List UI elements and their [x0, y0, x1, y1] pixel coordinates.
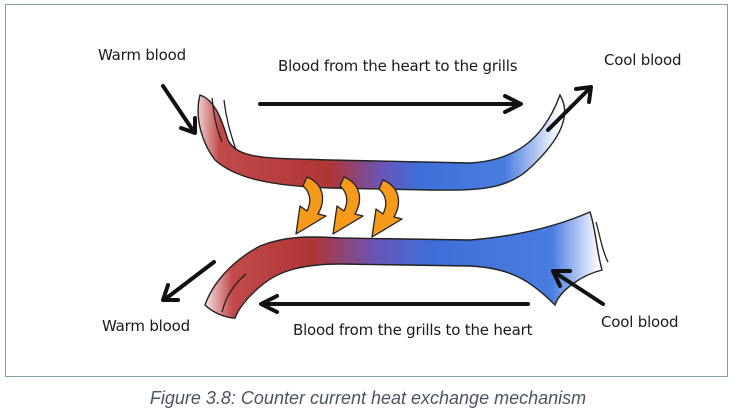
- cool-in-arrow: [552, 270, 605, 306]
- top-vessel-branch-lines: [211, 97, 237, 151]
- top-flow-arrowhead: [503, 94, 523, 114]
- flow-arrows: [161, 84, 605, 314]
- heat-arrow-icon: [332, 176, 364, 235]
- bottom-vessel: [204, 211, 603, 319]
- label-bottom-flow: Blood from the grills to the heart: [293, 321, 533, 339]
- top-vessel: [197, 93, 566, 191]
- heat-exchange-diagram: [161, 84, 609, 319]
- cool-in-arrowhead: [551, 269, 572, 288]
- heat-transfer-arrows: [295, 176, 403, 238]
- figure-frame: [5, 4, 728, 377]
- warm-out-arrowhead: [161, 283, 180, 302]
- warm-in-arrow: [161, 84, 196, 134]
- label-warm-blood-bottom: Warm blood: [102, 317, 190, 335]
- cool-out-arrow: [546, 86, 592, 132]
- bottom-vessel-branch-lines: [221, 221, 609, 313]
- label-cool-blood-bottom: Cool blood: [601, 313, 679, 331]
- warm-out-arrow: [162, 260, 216, 302]
- figure-caption: Figure 3.8: Counter current heat exchang…: [149, 388, 587, 408]
- label-top-flow: Blood from the heart to the grills: [278, 57, 518, 75]
- label-cool-blood-top: Cool blood: [604, 51, 682, 69]
- warm-in-arrowhead: [179, 116, 197, 135]
- label-warm-blood-top: Warm blood: [98, 46, 186, 64]
- heat-arrow-icon: [371, 179, 403, 238]
- cool-out-arrowhead: [574, 85, 593, 104]
- heat-arrow-icon: [295, 176, 327, 235]
- bottom-flow-arrowhead: [259, 294, 279, 314]
